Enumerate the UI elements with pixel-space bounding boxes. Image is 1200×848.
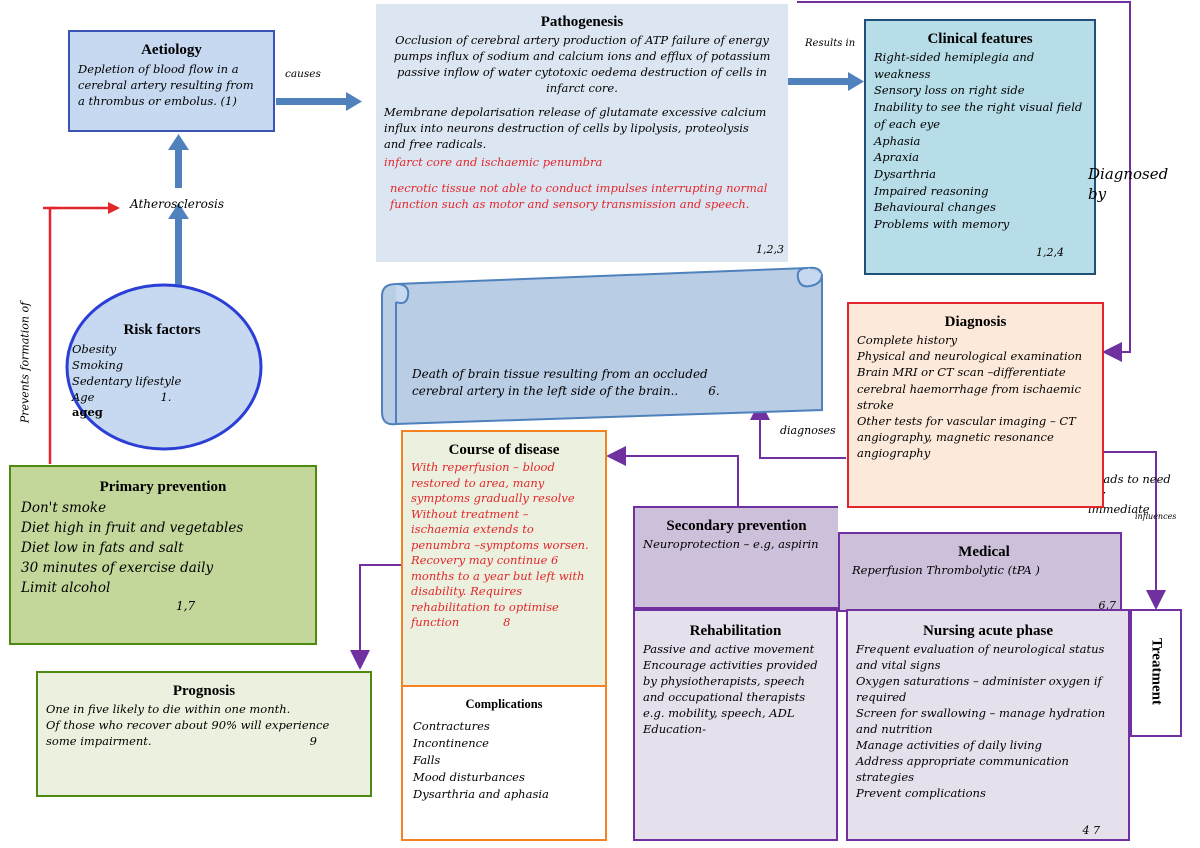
nursing-list: Frequent evaluation of neurological stat… [856,642,1106,800]
course-of-disease-box: Course of disease With reperfusion – blo… [401,430,607,687]
primary-list: Don't smoke Diet high in fruit and veget… [21,500,244,596]
label-influences: influences [1135,512,1177,521]
primary-prevention-box: Primary prevention Don't smoke Diet high… [9,465,317,645]
diagnosis-title: Diagnosis [944,314,1007,330]
diagnosis-box: Diagnosis Complete history Physical and … [847,302,1104,508]
complications-title: Complications [465,697,543,711]
primary-ref: 1,7 [176,599,196,613]
secondary-title: Secondary prevention [666,518,807,534]
clinical-list: Right-sided hemiplegia and weakness Sens… [874,50,1083,232]
primary-title: Primary prevention [99,479,227,495]
arrow-atherosclerosis-to-aetiology [168,134,189,188]
label-prevents-formation: Prevents formation of [18,301,32,424]
course-text: With reperfusion – blood restored to are… [411,460,589,629]
scroll-text: Death of brain tissue resulting from an … [412,367,720,398]
arrow-risk-to-atherosclerosis [168,203,189,285]
risk-title: Risk factors [123,322,201,338]
nursing-title: Nursing acute phase [922,623,1053,639]
aetiology-box: Aetiology Depletion of blood flow in a c… [68,30,275,132]
rehab-title: Rehabilitation [689,623,782,639]
arrow-to-prognosis [350,564,401,670]
label-diagnosed-by: Diagnosed by [1088,165,1169,203]
scroll-shape [381,266,823,426]
complications-box: Complications Contractures Incontinence … [401,687,607,841]
arrow-pathogenesis-to-clinical [788,72,864,91]
complications-list: Contractures Incontinence Falls Mood dis… [413,719,549,801]
medical-title: Medical [958,544,1010,560]
prognosis-text: One in five likely to die within one mon… [46,702,330,748]
pathogenesis-ref: 1,2,3 [756,243,784,256]
prognosis-title: Prognosis [172,683,236,699]
rehab-list: Passive and active movement Encourage ac… [643,642,818,736]
label-atherosclerosis: Atherosclerosis [130,197,225,211]
label-causes: causes [285,68,321,80]
label-results-in: Results in [805,38,856,49]
secondary-text: Neuroprotection – e.g, aspirin [643,537,819,551]
secondary-prevention-box: Secondary prevention Neuroprotection – e… [633,506,838,609]
pathogenesis-text-2: Membrane depolarisation release of gluta… [384,105,767,151]
risk-ageg: ageg [72,405,103,419]
pathogenesis-box: Pathogenesis Occlusion of cerebral arter… [376,4,788,262]
treatment-title: Treatment [1148,638,1165,705]
aetiology-text: Depletion of blood flow in a cerebral ar… [78,62,254,108]
medical-ref: 6,7 [1098,599,1117,612]
course-title: Course of disease [448,442,560,458]
medical-box: Medical Reperfusion Thrombolytic (tPA ) … [838,532,1122,612]
clinical-features-box: Clinical features Right-sided hemiplegia… [864,19,1096,275]
medical-text: Reperfusion Thrombolytic (tPA ) [852,563,1040,577]
pathogenesis-red-2: necrotic tissue not able to conduct impu… [390,181,768,211]
clinical-title: Clinical features [927,31,1033,47]
arrow-aetiology-to-pathogenesis [276,92,362,111]
treatment-box: Treatment [1130,609,1182,737]
prognosis-box: Prognosis One in five likely to die with… [36,671,372,797]
pathogenesis-text: Occlusion of cerebral artery production … [393,33,771,95]
pathogenesis-title: Pathogenesis [540,14,624,30]
diagnosis-list: Complete history Physical and neurologic… [857,333,1083,461]
arrow-to-course [606,446,739,506]
nursing-ref: 4 7 [1082,824,1101,837]
pathogenesis-red-1: infarct core and ischaemic penumbra [384,155,603,169]
label-diagnoses: diagnoses [780,424,836,437]
risk-factors-content: Risk factors Obesity Smoking Sedentary l… [72,322,252,419]
clinical-ref: 1,2,4 [1036,246,1064,259]
rehabilitation-box: Rehabilitation Passive and active moveme… [633,609,838,841]
aetiology-title: Aetiology [141,42,202,58]
nursing-acute-phase-box: Nursing acute phase Frequent evaluation … [846,609,1130,841]
